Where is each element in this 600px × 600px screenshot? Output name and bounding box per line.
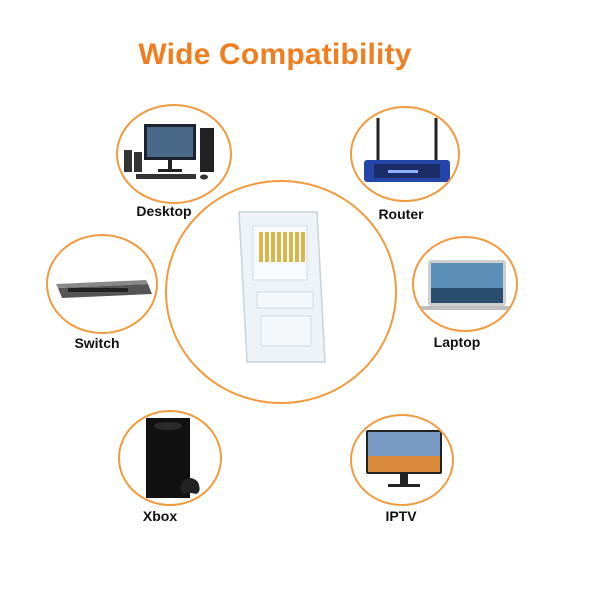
laptop-circle	[412, 236, 518, 332]
router-label: Router	[378, 206, 424, 222]
router-icon	[364, 118, 450, 182]
laptop-icon	[420, 260, 514, 310]
desktop-computer-icon	[124, 124, 214, 180]
page-title: Wide Compatibility	[138, 38, 412, 71]
switch-label: Switch	[74, 335, 120, 351]
desktop-label: Desktop	[136, 203, 192, 219]
rj45-circle	[165, 180, 397, 404]
tv-monitor-icon	[366, 430, 442, 487]
iptv-circle	[350, 414, 454, 506]
router-circle	[350, 106, 460, 202]
rj45-connector-icon	[238, 211, 326, 363]
desktop-circle	[116, 104, 232, 204]
xbox-label: Xbox	[142, 508, 178, 524]
game-console-icon	[146, 418, 200, 498]
network-switch-icon	[56, 280, 152, 298]
laptop-label: Laptop	[433, 334, 481, 350]
xbox-circle	[118, 410, 222, 506]
iptv-label: IPTV	[385, 508, 417, 524]
switch-circle	[46, 234, 158, 334]
